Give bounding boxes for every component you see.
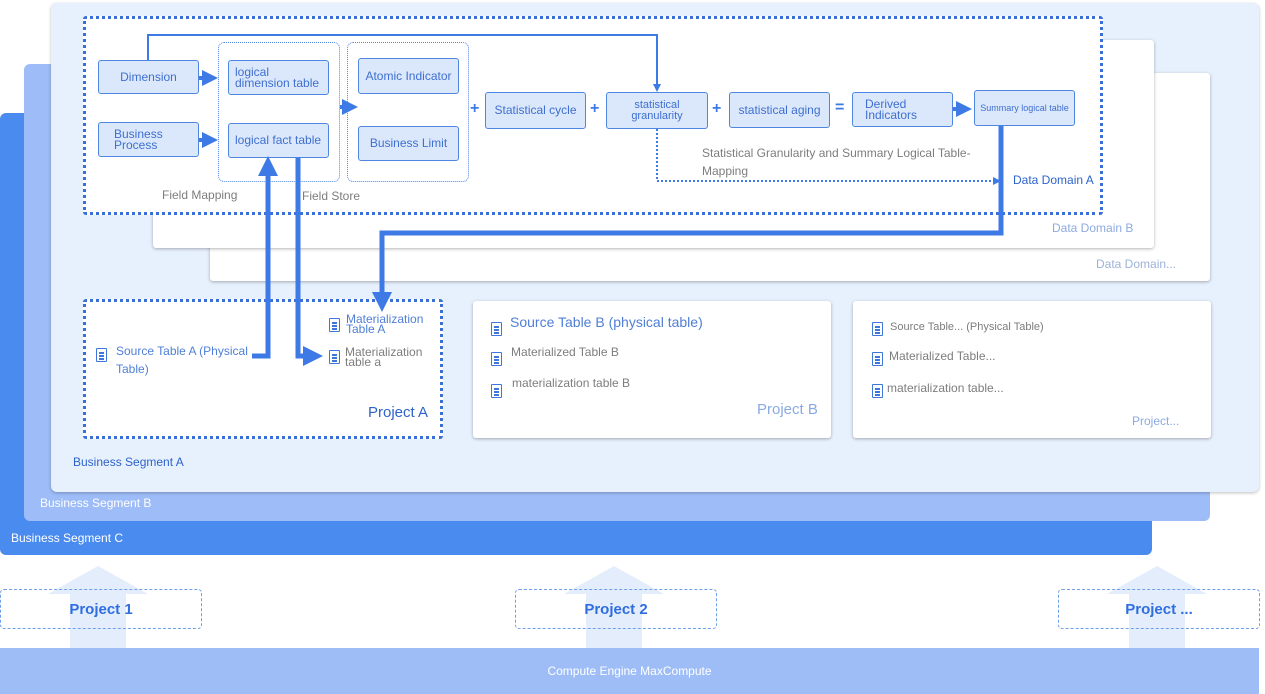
source-table-a-label: Source Table A (Physical Table) [116,344,248,376]
materialization-table-a-lower-label: Materialization table a [345,345,423,369]
materialization-table-b-label: materialization table B [512,376,631,390]
project-2-label: Project 2 [584,600,648,618]
granularity-mapping-label-line2: Mapping [702,164,749,178]
logical-fact-table-box: logical fact table [228,123,329,158]
data-domain-a-label: Data Domain A [1013,173,1094,187]
atomic-indicator-label: Atomic Indicator [365,68,452,83]
statistical-cycle-label: Statistical cycle [494,103,577,117]
materialized-table-b-icon [491,352,502,366]
atomic-indicator-box: Atomic Indicator [358,58,459,94]
logical-dimension-table-label: logical dimension table [235,64,320,90]
statistical-granularity-label: statistical granularity [631,98,683,122]
materialized-table-more-icon [872,352,883,366]
project-a-title: Project A [368,404,429,421]
statistical-aging-label: statistical aging [738,102,821,117]
project-more-title: Project... [1132,414,1180,428]
source-table-a-icon [96,348,107,362]
derived-indicators-label: Derived Indicators [865,96,918,122]
compute-engine-label: Compute Engine MaxCompute [547,664,712,678]
project-more-up-arrow-icon [1107,566,1207,650]
plus-operator-3: + [712,100,722,117]
project-1-label: Project 1 [69,600,133,618]
materialization-table-a-lower-icon [329,350,340,364]
plus-operator-2: + [590,100,600,117]
statistical-granularity-box: statistical granularity [606,92,708,129]
dimension-label: Dimension [120,69,177,84]
dimension-box: Dimension [98,60,199,94]
materialization-table-more-icon [872,384,883,398]
business-segment-a-label: Business Segment A [73,455,184,469]
logical-fact-table-label: logical fact table [235,133,322,147]
summary-logical-table-label: Summary logical table [980,102,1069,113]
plus-operator-1: + [470,100,480,117]
statistical-cycle-box: Statistical cycle [485,92,586,129]
project-1-up-arrow-icon [48,566,148,650]
project-2-box[interactable]: Project 2 [515,589,717,629]
materialization-table-more-label: materialization table... [887,381,1004,395]
business-limit-box: Business Limit [358,126,459,161]
source-table-more-icon [872,322,883,336]
materialized-table-b-label: Materialized Table B [511,345,619,359]
derived-indicators-box: Derived Indicators [852,92,953,127]
equals-operator: = [835,99,845,116]
project-1-box[interactable]: Project 1 [0,589,202,629]
project-b-card [473,301,831,438]
business-process-box: Business Process [98,122,199,157]
project-b-title: Project B [757,401,818,418]
materialization-table-a-label: Materialization Table A [346,312,424,336]
project-2-up-arrow-icon [564,566,664,650]
materialization-table-a-icon [329,318,340,332]
granularity-mapping-label-line1: Statistical Granularity and Summary Logi… [702,146,971,160]
business-limit-label: Business Limit [369,136,448,150]
business-process-label: Business Process [114,126,163,152]
field-store-label: Field Store [302,189,361,203]
project-more-box[interactable]: Project ... [1058,589,1260,629]
source-table-b-icon [491,322,502,336]
business-segment-b-label: Business Segment B [40,496,152,510]
project-up-arrows [48,566,1207,650]
compute-engine-bar: Compute Engine MaxCompute [0,648,1259,694]
materialized-table-more-label: Materialized Table... [889,349,996,363]
logical-dimension-table-box: logical dimension table [228,60,329,95]
data-domain-b-label: Data Domain B [1052,221,1134,235]
project-more-label: Project ... [1125,600,1193,618]
source-table-b-label: Source Table B (physical table) [510,314,703,330]
project-more-card [853,301,1211,438]
source-table-more-label: Source Table... (Physical Table) [890,321,1044,333]
summary-logical-table-box: Summary logical table [974,90,1075,126]
data-domain-more-label: Data Domain... [1096,257,1177,271]
statistical-aging-box: statistical aging [729,92,830,128]
business-segment-c-label: Business Segment C [11,531,124,545]
field-mapping-label: Field Mapping [162,188,238,202]
materialization-table-b-icon [491,384,502,398]
